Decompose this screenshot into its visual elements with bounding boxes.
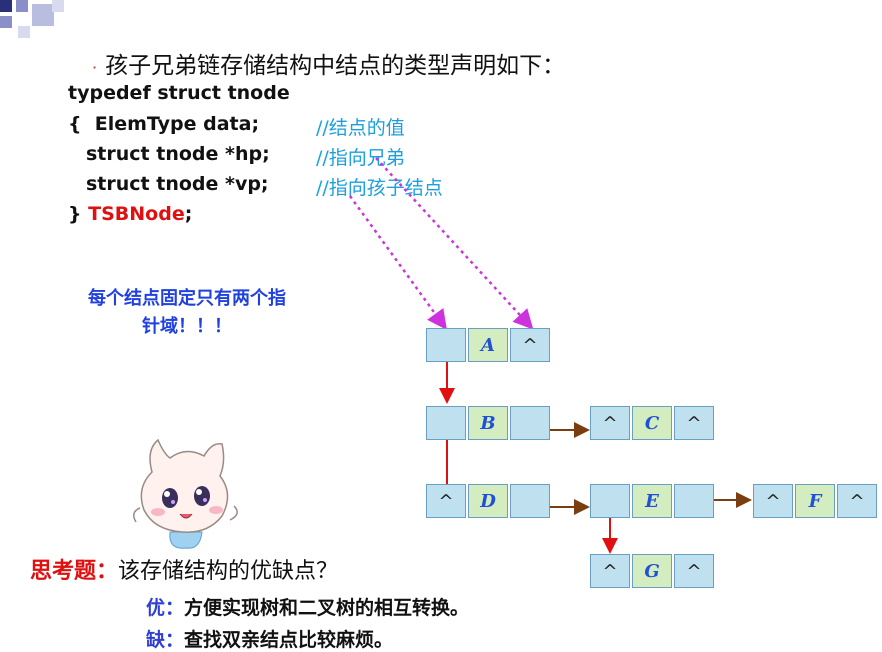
node-A: A ^ <box>426 328 550 362</box>
node-B-vp <box>426 406 466 440</box>
title-text: 孩子兄弟链存储结构中结点的类型声明如下： <box>105 53 566 79</box>
node-F-vp: ^ <box>753 484 793 518</box>
node-C-data: C <box>632 406 672 440</box>
code-line-3: struct tnode *hp; <box>86 143 270 165</box>
node-F-hp: ^ <box>837 484 877 518</box>
node-G: ^ G ^ <box>590 554 714 588</box>
code-semicolon: ; <box>184 203 193 225</box>
corner-decoration <box>0 0 72 40</box>
node-G-vp: ^ <box>590 554 630 588</box>
pointer-note: 每个结点固定只有两个指 针域！！！ <box>56 285 318 341</box>
node-E-data: E <box>632 484 672 518</box>
question-text: 该存储结构的优缺点？ <box>118 559 339 584</box>
node-A-vp <box>426 328 466 362</box>
node-E-vp <box>590 484 630 518</box>
code-line-2-code: { ElemType data; <box>68 113 260 135</box>
node-D: ^ D <box>426 484 550 518</box>
node-E: E <box>590 484 714 518</box>
node-F-data: F <box>795 484 835 518</box>
node-C: ^ C ^ <box>590 406 714 440</box>
code-line-5: } TSBNode; <box>68 203 192 225</box>
comment-data: //结点的值 <box>316 117 405 139</box>
node-C-vp: ^ <box>590 406 630 440</box>
slide-title: · 孩子兄弟链存储结构中结点的类型声明如下： <box>92 46 565 80</box>
note-line-2: 针域！！！ <box>142 316 232 337</box>
vp-dotted-arrow <box>348 195 447 331</box>
node-D-vp: ^ <box>426 484 466 518</box>
node-G-hp: ^ <box>674 554 714 588</box>
node-C-hp: ^ <box>674 406 714 440</box>
question: 思考题：该存储结构的优缺点？ <box>30 553 338 585</box>
disadvantage-label: 缺： <box>146 629 185 651</box>
node-B-hp <box>510 406 550 440</box>
disadvantage-text: 查找双亲结点比较麻烦。 <box>184 629 394 651</box>
code-brace: } <box>68 203 82 225</box>
note-line-1: 每个结点固定只有两个指 <box>88 288 286 309</box>
node-B-data: B <box>468 406 508 440</box>
node-D-hp <box>510 484 550 518</box>
node-D-data: D <box>468 484 508 518</box>
bullet-icon: · <box>92 57 98 77</box>
node-G-data: G <box>632 554 672 588</box>
advantage-text: 方便实现树和二叉树的相互转换。 <box>184 597 470 619</box>
hp-dotted-arrow <box>375 157 534 330</box>
node-A-hp: ^ <box>510 328 550 362</box>
node-E-hp <box>674 484 714 518</box>
code-line-4: struct tnode *vp; <box>86 173 269 195</box>
advantage: 优：方便实现树和二叉树的相互转换。 <box>146 593 469 620</box>
type-name: TSBNode <box>88 203 185 225</box>
disadvantage: 缺：查找双亲结点比较麻烦。 <box>146 625 393 652</box>
code-line-2: { ElemType data; <box>68 113 259 135</box>
comment-vp: //指向孩子结点 <box>316 177 443 199</box>
advantage-label: 优： <box>146 597 185 619</box>
cartoon-mascot <box>133 438 238 549</box>
node-F: ^ F ^ <box>753 484 877 518</box>
node-A-data: A <box>468 328 508 362</box>
code-line-1: typedef struct tnode <box>68 82 290 104</box>
node-B: B <box>426 406 550 440</box>
question-label: 思考题： <box>30 559 119 584</box>
